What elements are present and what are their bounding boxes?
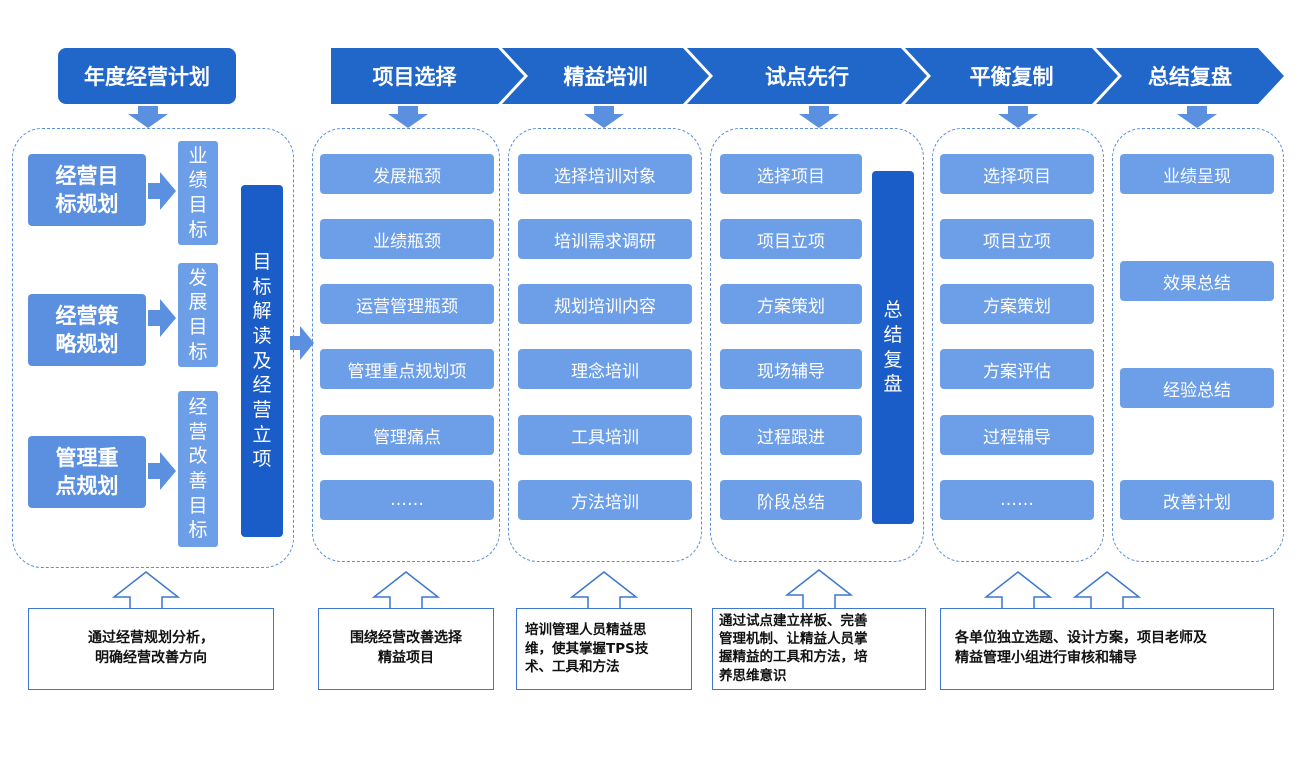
- pilot-item: 过程跟进: [720, 415, 862, 455]
- management-priority-planning-box: 管理重 点规划: [28, 436, 146, 508]
- lean-training-item: 理念培训: [518, 349, 692, 389]
- annual-plan-panel: [12, 128, 294, 568]
- down-arrow-step-3: [799, 106, 839, 128]
- performance-target-box: 业 绩 目 标: [178, 141, 218, 245]
- replication-item: 过程辅导: [940, 415, 1094, 455]
- replication-panel: [932, 128, 1104, 562]
- pilot-item: 方案策划: [720, 284, 862, 324]
- pilot-review-box: 总 结 复 盘: [872, 171, 914, 524]
- pilot-panel: [710, 128, 924, 562]
- chevron-step-2: [502, 48, 709, 104]
- pilot-item: 项目立项: [720, 219, 862, 259]
- down-arrow-step-5: [1177, 106, 1217, 128]
- pilot-note-text: 通过试点建立样板、完善 管理机制、让精益人员掌 握精益的工具和方法，培 养思维意…: [719, 613, 868, 684]
- chevron-step-3: [687, 48, 927, 104]
- lean-training-item: 培训需求调研: [518, 219, 692, 259]
- project-selection-item: ……: [320, 480, 494, 520]
- annual-plan-note-text: 通过经营规划分析， 明确经营改善方向: [88, 630, 214, 666]
- down-arrow-annual: [128, 106, 168, 128]
- step-label-pilot: 试点先行: [765, 65, 849, 89]
- project-selection-item: 管理重点规划项: [320, 349, 494, 389]
- review-item: 经验总结: [1120, 368, 1274, 408]
- step-label-project-selection: 项目选择: [372, 65, 457, 89]
- pilot-item: 现场辅导: [720, 349, 862, 389]
- project-selection-item: 运营管理瓶颈: [320, 284, 494, 324]
- lean-training-note: 培训管理人员精益思 维，使其掌握TPS技 术、工具和方法: [516, 608, 692, 690]
- up-arrow-step-2: [569, 571, 639, 610]
- chevron-step-4: [905, 48, 1118, 104]
- replication-review-note-text: 各单位独立选题、设计方案，项目老师及 精益管理小组进行审核和辅导: [955, 630, 1207, 666]
- review-item: 改善计划: [1120, 480, 1274, 520]
- target-interpretation-box: 目 标 解 读 及 经 营 立 项: [241, 185, 283, 537]
- replication-item: ……: [940, 480, 1094, 520]
- project-selection-note-text: 围绕经营改善选择 精益项目: [350, 630, 462, 666]
- annual-plan-note: 通过经营规划分析， 明确经营改善方向: [28, 608, 274, 690]
- up-arrow-shared-left: [983, 571, 1053, 610]
- pilot-note: 通过试点建立样板、完善 管理机制、让精益人员掌 握精益的工具和方法，培 养思维意…: [712, 608, 926, 690]
- development-target-box: 发 展 目 标: [178, 263, 218, 367]
- project-selection-item: 发展瓶颈: [320, 154, 494, 194]
- up-arrow-step-1: [371, 571, 441, 610]
- right-arrow-3: [148, 452, 176, 490]
- up-arrow-step-3: [784, 569, 854, 610]
- replication-review-note: 各单位独立选题、设计方案，项目老师及 精益管理小组进行审核和辅导: [940, 608, 1274, 690]
- up-arrow-shared-right: [1072, 571, 1142, 610]
- replication-item: 项目立项: [940, 219, 1094, 259]
- lean-training-item: 规划培训内容: [518, 284, 692, 324]
- annual-plan-title: 年度经营计划: [58, 48, 236, 104]
- step-label-replication: 平衡复制: [969, 65, 1054, 89]
- pilot-item: 阶段总结: [720, 480, 862, 520]
- right-arrow-1: [148, 172, 176, 210]
- chevron-step-5: [1096, 48, 1284, 104]
- project-selection-item: 业绩瓶颈: [320, 219, 494, 259]
- chevron-step-1: [331, 48, 524, 104]
- right-arrow-2: [148, 299, 176, 337]
- review-item: 效果总结: [1120, 261, 1274, 301]
- lean-training-item: 方法培训: [518, 480, 692, 520]
- lean-training-note-text: 培训管理人员精益思 维，使其掌握TPS技 术、工具和方法: [525, 621, 649, 676]
- business-strategy-planning-box: 经营策 略规划: [28, 294, 146, 366]
- review-panel: [1112, 128, 1284, 562]
- down-arrow-step-4: [998, 106, 1038, 128]
- improvement-target-box: 经 营 改 善 目 标: [178, 391, 218, 547]
- lean-training-panel: [508, 128, 702, 562]
- lean-training-item: 选择培训对象: [518, 154, 692, 194]
- step-label-review: 总结复盘: [1148, 65, 1232, 89]
- business-goal-planning-box: 经营目 标规划: [28, 154, 146, 226]
- project-selection-item: 管理痛点: [320, 415, 494, 455]
- project-selection-panel: [312, 128, 500, 562]
- pilot-item: 选择项目: [720, 154, 862, 194]
- down-arrow-step-2: [584, 106, 624, 128]
- up-arrow-annual: [111, 571, 181, 610]
- review-item: 业绩呈现: [1120, 154, 1274, 194]
- replication-item: 方案评估: [940, 349, 1094, 389]
- replication-item: 选择项目: [940, 154, 1094, 194]
- replication-item: 方案策划: [940, 284, 1094, 324]
- down-arrow-step-1: [388, 106, 428, 128]
- lean-training-item: 工具培训: [518, 415, 692, 455]
- project-selection-note: 围绕经营改善选择 精益项目: [318, 608, 494, 690]
- step-label-lean-training: 精益培训: [563, 65, 648, 89]
- right-arrow-to-step-1: [290, 326, 314, 360]
